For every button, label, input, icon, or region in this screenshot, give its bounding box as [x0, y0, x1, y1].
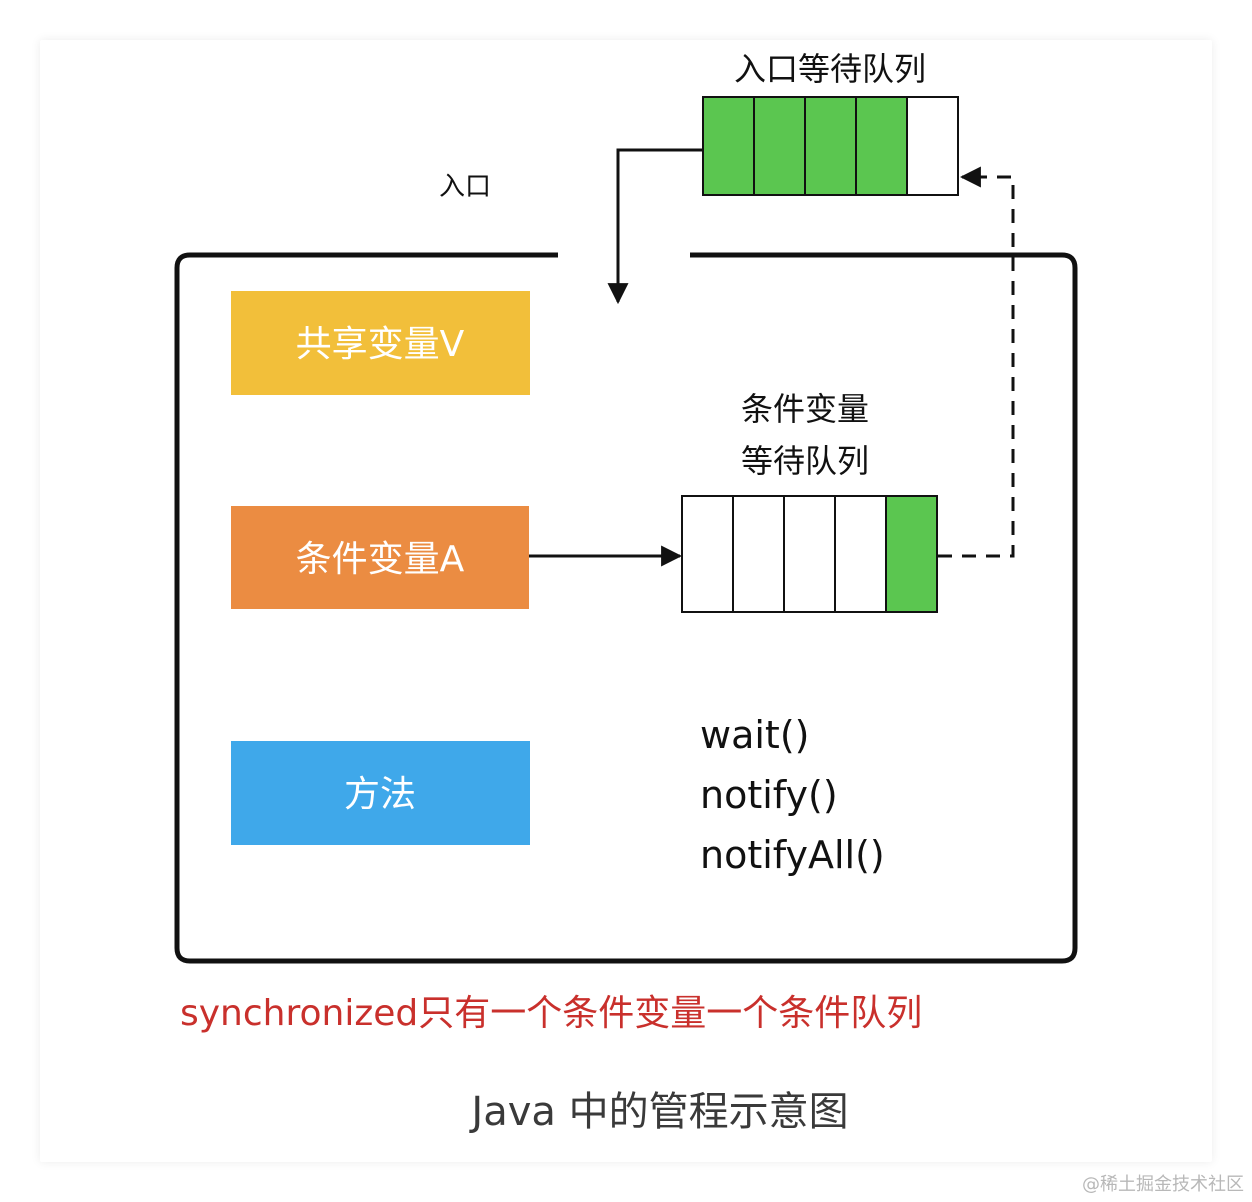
method-notifyall: notifyAll()	[700, 833, 885, 877]
method-notify: notify()	[700, 773, 838, 817]
cond-queue-cell	[681, 495, 734, 613]
entry-queue-cell	[753, 96, 806, 196]
cond-queue-cell	[783, 495, 836, 613]
shared-var-box	[231, 291, 530, 395]
figure-caption: Java 中的管程示意图	[468, 1089, 848, 1135]
cond-queue-cell	[834, 495, 887, 613]
entry-queue	[702, 96, 959, 196]
monitor-box	[174, 252, 1078, 964]
cond-queue-cell	[885, 495, 938, 613]
method-label: 方法	[344, 774, 416, 815]
cond-var-label: 条件变量A	[296, 539, 465, 580]
shared-var-label: 共享变量V	[296, 324, 465, 365]
cond-queue-cell	[732, 495, 785, 613]
cond-queue-label-line2: 等待队列	[741, 442, 869, 480]
entry-label: 入口	[439, 172, 491, 202]
cond-queue	[681, 495, 938, 613]
cond-queue-label-line1: 条件变量	[741, 390, 869, 428]
entry-arrow	[607, 148, 703, 305]
entry-queue-label: 入口等待队列	[734, 50, 926, 88]
method-box	[231, 741, 530, 845]
entry-queue-cell	[906, 96, 959, 196]
notify-return-arrow	[938, 166, 1015, 558]
synchronized-annotation: synchronized只有一个条件变量一个条件队列	[180, 993, 922, 1034]
cond-var-box	[231, 506, 529, 609]
entry-queue-cell	[855, 96, 908, 196]
entry-queue-cell	[804, 96, 857, 196]
method-wait: wait()	[700, 713, 809, 757]
watermark: @稀土掘金技术社区	[1082, 1174, 1244, 1195]
entry-queue-cell	[702, 96, 755, 196]
